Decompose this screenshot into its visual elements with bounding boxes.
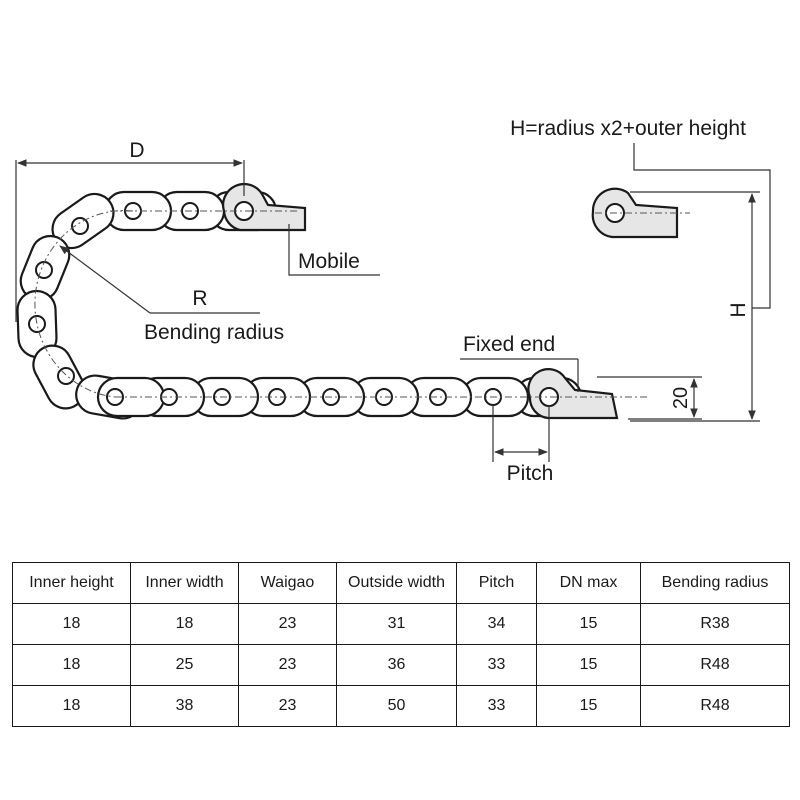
table-cell: R38	[640, 603, 790, 645]
table-cell: 15	[536, 603, 641, 645]
label-bending-radius: Bending radius	[144, 321, 284, 344]
table-header: DN max	[536, 562, 641, 604]
spec-table: Inner height Inner width Waigao Outside …	[12, 562, 790, 727]
table-header: Inner width	[130, 562, 239, 604]
table-cell: 23	[238, 685, 337, 727]
dimension-20: 20	[597, 376, 702, 420]
table-row: 18 25 23 36 33 15 R48	[12, 644, 790, 686]
detached-end-bracket	[591, 187, 679, 239]
dimension-h: H	[630, 191, 760, 422]
mobile-end-bracket	[222, 182, 307, 232]
table-row: 18 18 23 31 34 15 R38	[12, 603, 790, 645]
table-header: Waigao	[238, 562, 337, 604]
table-cell: 34	[456, 603, 537, 645]
dimension-pitch: Pitch	[492, 405, 554, 485]
fixed-end-bracket	[527, 368, 619, 420]
table-cell: 18	[130, 603, 239, 645]
table-cell: R48	[640, 644, 790, 686]
label-20: 20	[670, 387, 692, 409]
label-h: H	[727, 302, 750, 317]
table-cell: 18	[12, 644, 131, 686]
label-h-formula: H=radius x2+outer height	[510, 117, 746, 140]
table-cell: 23	[238, 603, 337, 645]
table-cell: 36	[336, 644, 457, 686]
table-cell: 25	[130, 644, 239, 686]
cable-chain-diagram: D H=radius x2+outer height Mobile R Bend…	[15, 117, 771, 485]
table-header: Bending radius	[640, 562, 790, 604]
label-pitch: Pitch	[507, 462, 554, 485]
table-header: Outside width	[336, 562, 457, 604]
table-row: 18 38 23 50 33 15 R48	[12, 685, 790, 727]
table-cell: 50	[336, 685, 457, 727]
table-header: Pitch	[456, 562, 537, 604]
table-cell: 15	[536, 644, 641, 686]
label-d: D	[129, 139, 144, 162]
table-cell: 31	[336, 603, 457, 645]
table-cell: 15	[536, 685, 641, 727]
table-cell: 33	[456, 644, 537, 686]
table-header: Inner height	[12, 562, 131, 604]
label-r: R	[192, 287, 207, 310]
label-fixed-end: Fixed end	[463, 333, 555, 356]
table-cell: 18	[12, 685, 131, 727]
table-cell: 18	[12, 603, 131, 645]
table-cell: 33	[456, 685, 537, 727]
table-cell: 38	[130, 685, 239, 727]
table-cell: R48	[640, 685, 790, 727]
chain-centerline	[34, 210, 690, 398]
table-cell: 23	[238, 644, 337, 686]
table-header-row: Inner height Inner width Waigao Outside …	[12, 562, 790, 604]
label-mobile: Mobile	[298, 250, 360, 273]
dimension-d: D	[15, 139, 245, 322]
